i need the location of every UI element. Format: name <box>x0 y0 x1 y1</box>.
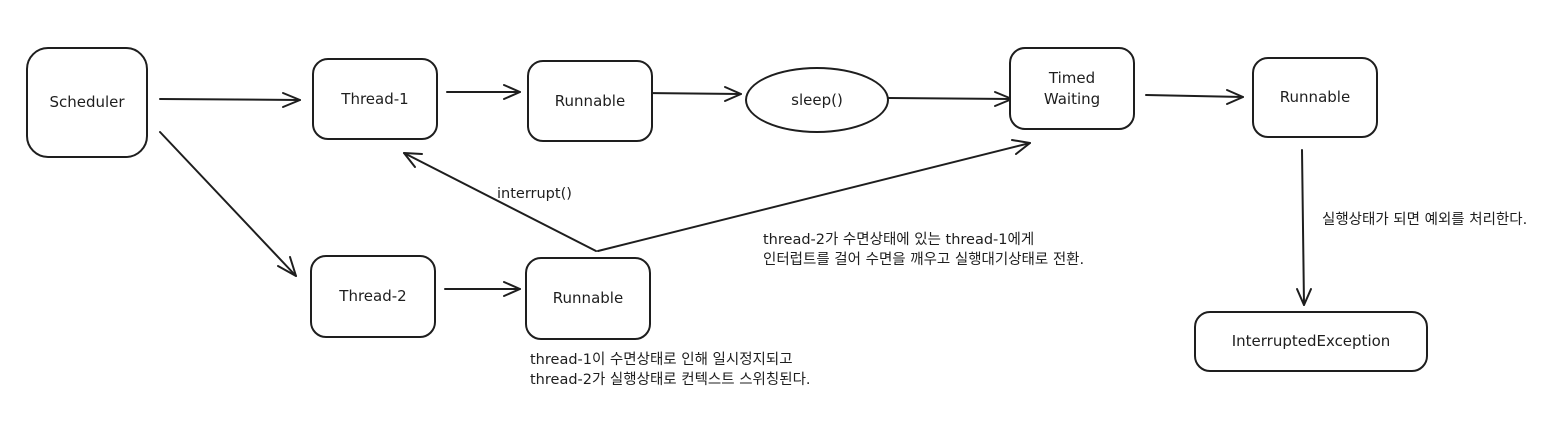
arrow-thread2-to-runnable2 <box>444 281 521 297</box>
arrow-runnable2-interrupt-thread1 <box>403 152 597 252</box>
timed-waiting-node: Timed Waiting <box>1009 47 1135 130</box>
arrow-timed-waiting-to-runnable <box>1145 89 1244 105</box>
thread2-interrupt-note: thread-2가 수면상태에 있는 thread-1에게 인터럽트를 걸어 수… <box>763 232 1085 268</box>
arrow-thread1-to-runnable <box>446 84 521 100</box>
arrow-scheduler-to-thread1 <box>159 92 301 108</box>
scheduler-node: Scheduler <box>26 47 148 158</box>
arrow-scheduler-to-thread2 <box>159 131 297 277</box>
interrupt-label: interrupt() <box>497 186 572 202</box>
thread2-node: Thread-2 <box>310 255 436 338</box>
context-switch-note: thread-1이 수면상태로 인해 일시정지되고 thread-2가 실행상태… <box>530 352 811 388</box>
thread1-node: Thread-1 <box>312 58 438 140</box>
sleep-node: sleep() <box>745 67 889 133</box>
runnable-node: Runnable <box>527 60 653 142</box>
arrow-sleep-to-timed-waiting <box>887 91 1013 107</box>
runnable-thread2-node: Runnable <box>525 257 651 340</box>
runnable-after-wake-node: Runnable <box>1252 57 1378 138</box>
interrupted-exception-node: InterruptedException <box>1194 311 1428 372</box>
arrow-runnable-to-sleep <box>642 86 742 102</box>
exception-handling-note: 실행상태가 되면 예외를 처리한다. <box>1322 212 1528 228</box>
arrow-runnable2-to-timed-waiting <box>597 139 1031 252</box>
arrow-runnable-to-interrupted-exception <box>1296 149 1312 306</box>
